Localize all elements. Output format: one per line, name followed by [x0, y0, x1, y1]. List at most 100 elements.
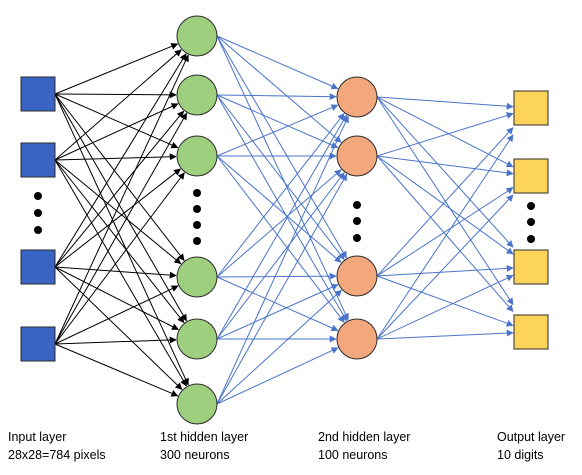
edge-input-1-to-h1-4	[54, 159, 185, 324]
edge-h2-2-to-out-3	[376, 275, 514, 327]
edge-h1-2-to-h2-0	[216, 104, 339, 157]
edge-input-1-to-h1-1	[54, 103, 179, 161]
hidden2-layer-title: 2nd hidden layer	[318, 430, 411, 444]
edge-h1-0-to-h2-0	[216, 35, 339, 90]
edge-h1-4-to-h2-1	[216, 172, 345, 340]
edge-input-3-to-h1-4	[54, 336, 177, 345]
output-ellipsis-dot-1	[527, 218, 535, 226]
output-layer-title: Output layer	[497, 430, 566, 444]
edge-input-1-to-h1-3	[54, 159, 182, 265]
hidden2-ellipsis-dot-1	[353, 217, 361, 225]
hidden1-node-0	[176, 15, 218, 57]
edge-h2-3-to-out-3	[376, 329, 514, 340]
edge-input-1-to-h1-2	[54, 153, 177, 161]
edge-h1-2-to-h2-3	[216, 155, 345, 323]
edge-h1-4-to-h2-2	[216, 284, 339, 340]
hidden2-layer-caption: 2nd hidden layer 100 neurons	[318, 428, 410, 464]
input-layer-title: Input layer	[8, 430, 67, 444]
hidden1-ellipsis-dot-2	[193, 221, 201, 229]
hidden1-node-1	[176, 74, 218, 116]
edge-h2-2-to-out-0	[376, 127, 514, 277]
edge-h2-1-to-out-0	[376, 112, 514, 157]
edge-input-0-to-h1-4	[54, 93, 187, 322]
hidden1-layer-caption: 1st hidden layer 300 neurons	[160, 428, 248, 464]
input-ellipsis-dot-1	[34, 209, 42, 217]
hidden1-node-2	[176, 135, 218, 177]
edge-input-0-to-h1-2	[54, 93, 179, 149]
edge-h1-2-to-h2-2	[216, 155, 342, 263]
hidden2-layer-size: 100 neurons	[318, 448, 388, 462]
output-node-3	[513, 314, 549, 350]
edge-input-3-to-h1-0	[54, 54, 189, 345]
edge-h1-1-to-h2-2	[216, 94, 345, 260]
hidden2-node-1	[336, 135, 378, 177]
edge-input-0-to-h1-5	[54, 93, 189, 386]
edge-h2-0-to-out-0	[376, 96, 514, 110]
edge-h1-4-to-h2-0	[216, 114, 347, 340]
hidden1-ellipsis-dot-0	[193, 189, 201, 197]
edge-h1-3-to-h2-2	[216, 272, 337, 280]
edge-input-2-to-h1-1	[54, 110, 185, 268]
edge-h1-5-to-h2-3	[216, 347, 339, 405]
hidden2-node-0	[336, 76, 378, 118]
edge-h1-5-to-h2-2	[216, 289, 343, 405]
hidden2-ellipsis-dot-0	[353, 201, 361, 209]
edge-h2-2-to-out-1	[376, 187, 514, 277]
ellipsis-markers	[34, 189, 535, 245]
edge-h1-3-to-h2-3	[216, 276, 339, 332]
edge-h1-1-to-h2-3	[216, 94, 347, 322]
hidden1-node-4	[176, 318, 218, 360]
output-layer-caption: Output layer 10 digits	[497, 428, 565, 464]
edge-h2-1-to-out-2	[376, 155, 514, 255]
hidden1-layer-title: 1st hidden layer	[160, 430, 249, 444]
edge-h1-0-to-h2-3	[216, 35, 349, 321]
edge-h2-3-to-out-1	[376, 194, 514, 340]
edge-h1-0-to-h2-1	[216, 35, 342, 143]
edge-input-2-to-h1-5	[54, 266, 183, 390]
output-node-2	[513, 249, 549, 285]
edge-h1-1-to-h2-0	[216, 93, 337, 101]
edge-input-3-to-h1-2	[54, 172, 185, 345]
edge-h2-0-to-out-1	[376, 96, 514, 168]
hidden2-node-2	[336, 255, 378, 297]
output-node-0	[513, 90, 549, 126]
edge-input-1-to-h1-5	[54, 159, 187, 387]
output-node-1	[513, 158, 549, 194]
edge-input-3-to-h1-3	[54, 285, 179, 345]
input-layer-caption: Input layer 28x28=784 pixels	[8, 428, 106, 464]
input-node-0	[20, 76, 56, 112]
edge-h2-3-to-out-0	[376, 134, 514, 340]
neurons	[20, 15, 549, 425]
output-ellipsis-dot-0	[527, 202, 535, 210]
edge-input-2-to-h1-2	[54, 168, 182, 268]
edge-h2-1-to-out-3	[376, 155, 514, 312]
edge-input-0-to-h1-3	[54, 93, 185, 261]
edge-h1-5-to-h2-1	[216, 173, 348, 405]
edge-input-2-to-h1-0	[54, 53, 187, 268]
edge-input-0-to-h1-0	[54, 43, 179, 95]
edge-h1-3-to-h2-1	[216, 169, 342, 278]
input-node-2	[20, 249, 56, 285]
hidden1-node-3	[176, 256, 218, 298]
output-ellipsis-dot-2	[527, 235, 535, 243]
edge-input-2-to-h1-4	[54, 266, 179, 330]
edge-h1-3-to-h2-0	[216, 113, 345, 278]
edge-input-1-to-h1-0	[54, 49, 182, 161]
hidden1-layer-size: 300 neurons	[160, 448, 230, 462]
edge-h1-0-to-h2-2	[216, 35, 347, 259]
edge-h1-5-to-h2-0	[216, 115, 349, 405]
connections	[54, 35, 514, 405]
edge-h2-2-to-out-2	[376, 264, 514, 277]
input-ellipsis-dot-2	[34, 226, 42, 234]
edge-input-3-to-h1-5	[54, 343, 179, 397]
edge-h2-0-to-out-3	[376, 96, 514, 306]
hidden2-ellipsis-dot-2	[353, 234, 361, 242]
edge-h1-1-to-h2-1	[216, 94, 339, 149]
hidden1-ellipsis-dot-1	[193, 205, 201, 213]
input-node-1	[20, 142, 56, 178]
edge-h2-3-to-out-2	[376, 274, 514, 340]
edge-h2-1-to-out-1	[376, 155, 514, 177]
input-node-3	[20, 326, 56, 362]
output-layer-size: 10 digits	[497, 448, 544, 462]
